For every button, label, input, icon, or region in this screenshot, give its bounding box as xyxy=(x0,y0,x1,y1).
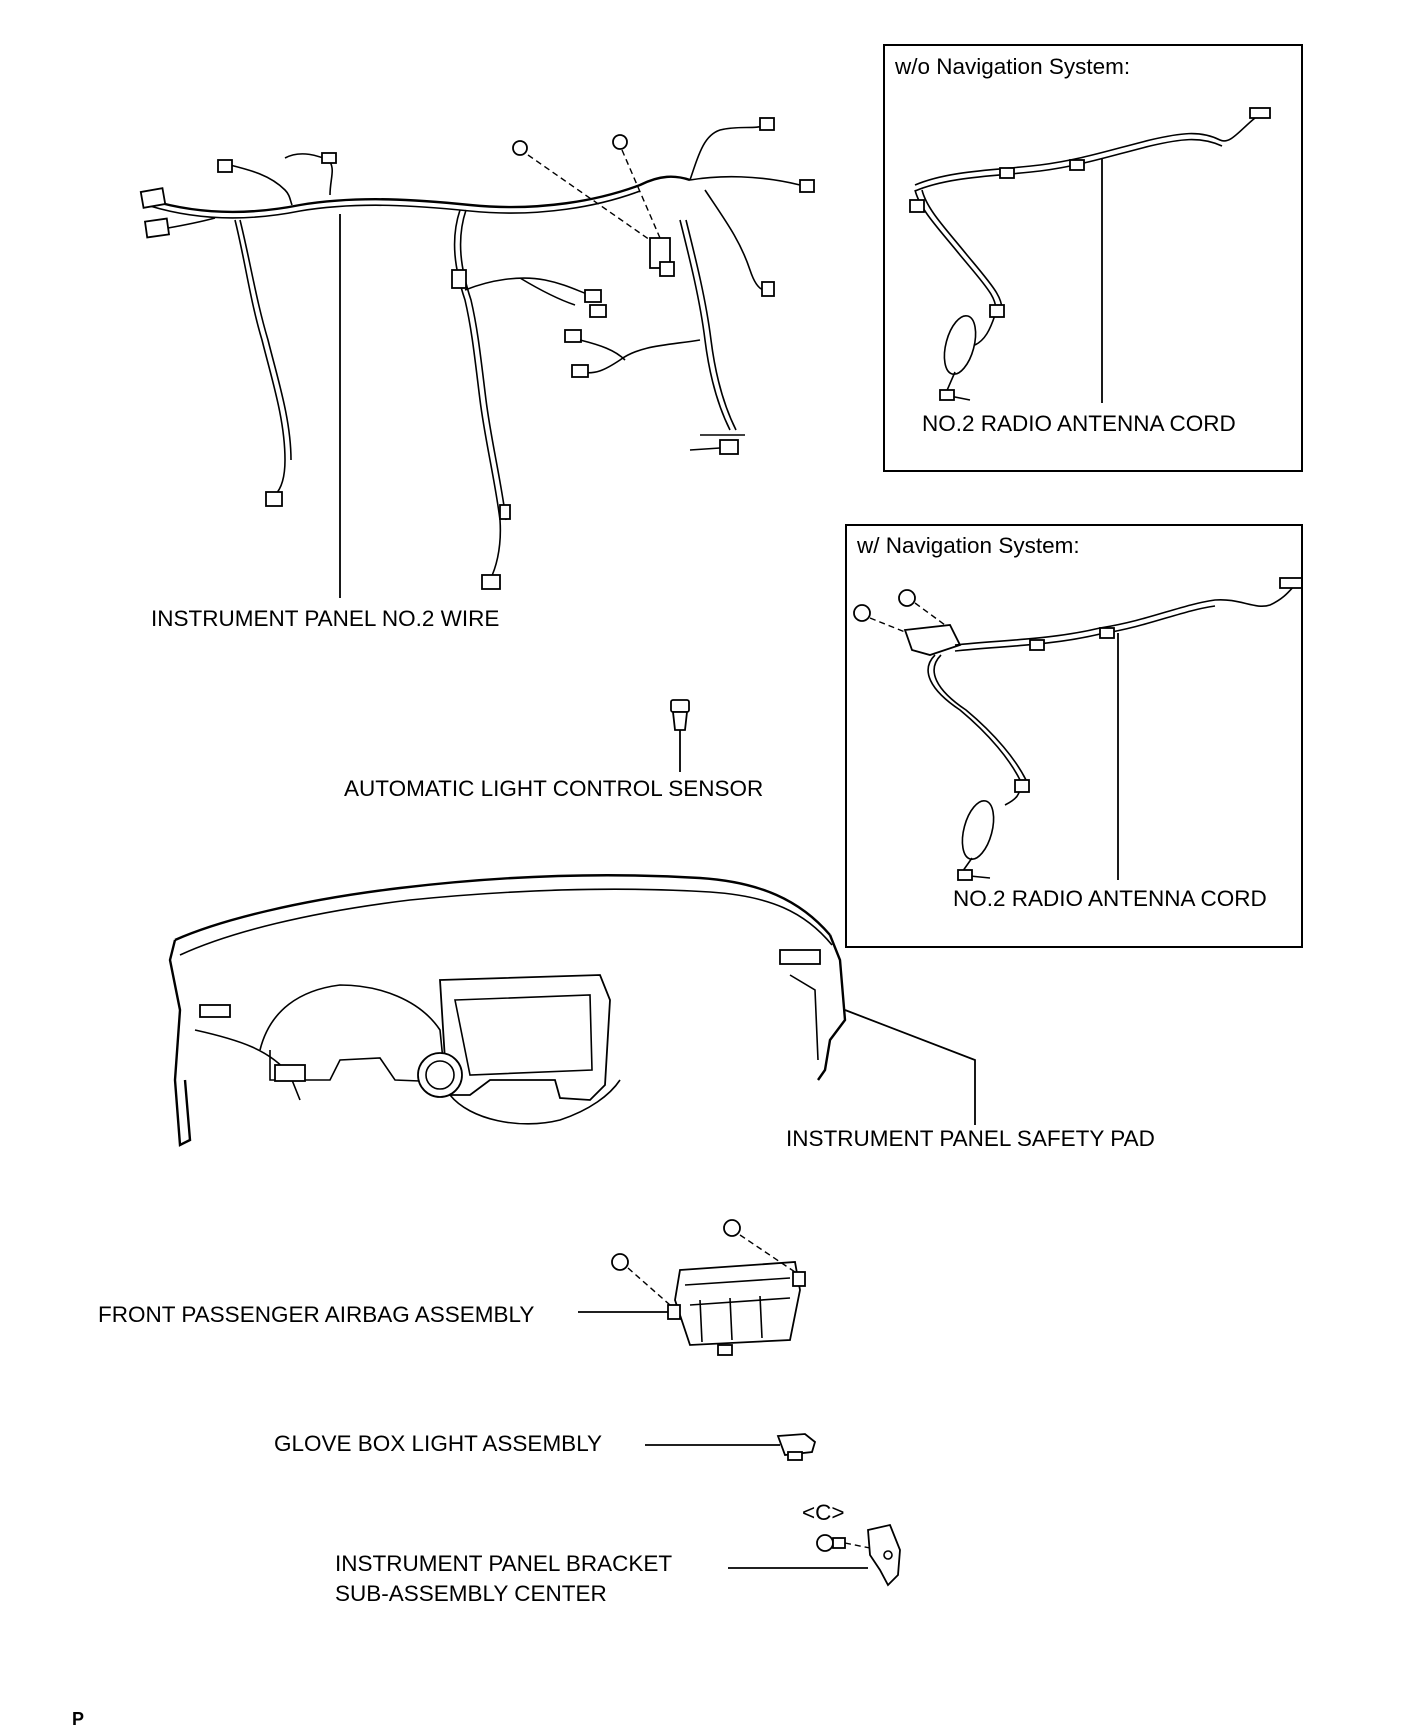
inset-with-nav-title: w/ Navigation System: xyxy=(857,533,1080,558)
instrument-panel-safety-pad-label: INSTRUMENT PANEL SAFETY PAD xyxy=(786,1126,1155,1151)
corner-mark: P xyxy=(72,1709,85,1729)
instrument-panel-bracket-label-line1: INSTRUMENT PANEL BRACKET xyxy=(335,1551,673,1576)
instrument-panel-bracket-label-line2: SUB-ASSEMBLY CENTER xyxy=(335,1581,607,1606)
inset-without-navigation xyxy=(883,44,1303,472)
automatic-light-control-sensor-label: AUTOMATIC LIGHT CONTROL SENSOR xyxy=(344,776,764,801)
inset-with-nav-part-label: NO.2 RADIO ANTENNA CORD xyxy=(953,886,1267,911)
automatic-light-control-sensor-drawing xyxy=(670,699,690,772)
glove-box-light-label: GLOVE BOX LIGHT ASSEMBLY xyxy=(274,1431,603,1456)
front-passenger-airbag-label: FRONT PASSENGER AIRBAG ASSEMBLY xyxy=(98,1302,535,1327)
bracket-tag-label: <C> xyxy=(802,1500,845,1525)
instrument-panel-no2-wire-drawing xyxy=(139,117,815,598)
instrument-panel-bracket-drawing xyxy=(728,1523,901,1587)
front-passenger-airbag-drawing xyxy=(578,1219,806,1356)
antenna-cord-without-nav-drawing xyxy=(909,107,1271,403)
inset-with-navigation xyxy=(845,524,1303,948)
inset-without-nav-title: w/o Navigation System: xyxy=(895,54,1131,79)
glove-box-light-drawing xyxy=(645,1433,817,1461)
inset-without-nav-part-label: NO.2 RADIO ANTENNA CORD xyxy=(922,411,1236,436)
antenna-cord-with-nav-drawing xyxy=(853,577,1303,881)
instrument-panel-no2-wire-label: INSTRUMENT PANEL NO.2 WIRE xyxy=(151,606,500,631)
instrument-panel-safety-pad-drawing xyxy=(168,874,976,1147)
